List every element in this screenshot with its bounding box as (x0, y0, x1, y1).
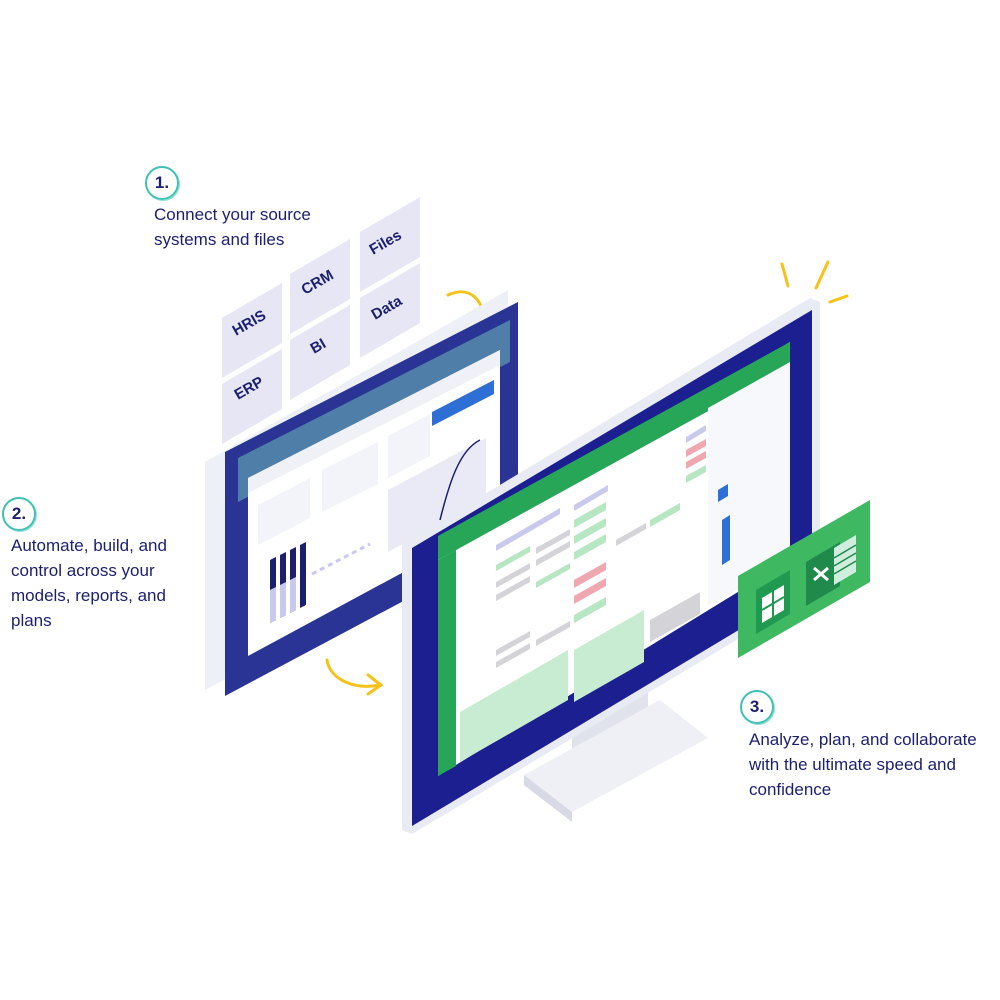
tile-hris: HRIS (222, 283, 282, 378)
curved-arrow-icon (325, 658, 384, 696)
google-sheets-icon (756, 570, 790, 634)
tile-erp: ERP (222, 349, 282, 444)
step-2-line-4: plans (11, 611, 52, 630)
step-2-line-3: models, reports, and (11, 586, 166, 605)
step-3-line-2: with the ultimate speed and (749, 755, 956, 774)
spark-lines-icon (780, 260, 849, 304)
app-tile (738, 500, 870, 658)
step-1-badge: 1. (145, 166, 179, 200)
step-1-line-2: systems and files (154, 230, 285, 249)
step-2-line-2: control across your (11, 561, 155, 580)
source-tiles: HRIS CRM Files ERP BI Data (222, 197, 420, 444)
step-3-line-1: Analyze, plan, and collaborate (749, 730, 977, 749)
step-3-text: Analyze, plan, and collaborate with the … (749, 727, 977, 802)
step-3-badge: 3. (740, 690, 774, 724)
step-2-badge: 2. (2, 497, 36, 531)
step-2-text: Automate, build, and control across your… (11, 533, 167, 633)
spreadsheet-monitor (402, 298, 820, 834)
dashboard-monitor (205, 290, 518, 696)
step-3-line-3: confidence (749, 780, 832, 799)
tile-bi: BI (290, 305, 350, 400)
step-1-text: Connect your source systems and files (154, 202, 311, 252)
tile-data: Data (360, 263, 420, 358)
excel-icon (806, 535, 857, 606)
tile-files: Files (360, 197, 420, 292)
step-2-line-1: Automate, build, and (11, 536, 167, 555)
tile-bi-label: BI (308, 335, 329, 357)
step-1-line-1: Connect your source (154, 205, 311, 224)
tile-crm: CRM (290, 239, 350, 334)
